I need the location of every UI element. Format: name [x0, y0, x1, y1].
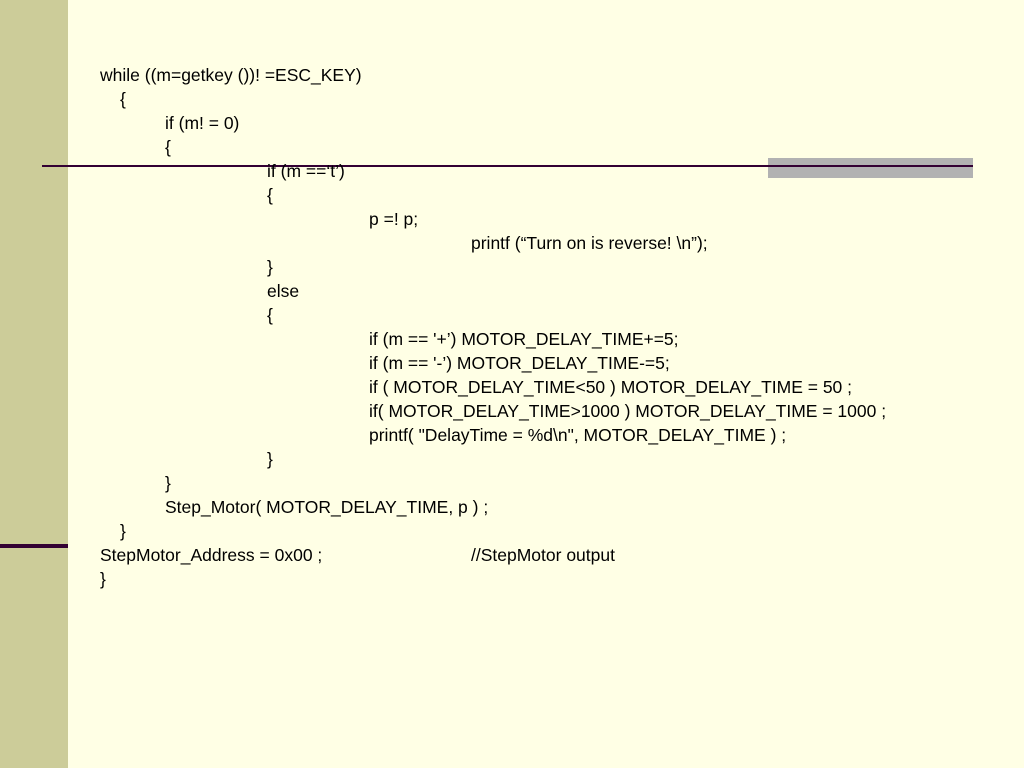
code-line: }: [267, 257, 273, 277]
code-line: Step_Motor( MOTOR_DELAY_TIME, p ) ;: [165, 497, 489, 517]
code-line: if (m == '-’) MOTOR_DELAY_TIME-=5;: [369, 353, 670, 373]
code-line: if (m! = 0): [165, 113, 240, 133]
code-line: while ((m=getkey ())! =ESC_KEY): [100, 65, 362, 85]
code-line: else: [267, 281, 300, 301]
code-line: p =! p;: [369, 209, 419, 229]
gray-bar-rule: [768, 165, 973, 167]
code-line: {: [165, 137, 171, 157]
left-band-accent-line: [0, 544, 68, 548]
code-line: {: [267, 305, 273, 325]
code-line: StepMotor_Address = 0x00 ;: [100, 545, 323, 565]
code-line: }: [120, 521, 126, 541]
code-line: }: [267, 449, 273, 469]
code-line: if (m == '+’) MOTOR_DELAY_TIME+=5;: [369, 329, 679, 349]
code-line: if( MOTOR_DELAY_TIME>1000 ) MOTOR_DELAY_…: [369, 401, 887, 421]
code-line: if ( MOTOR_DELAY_TIME<50 ) MOTOR_DELAY_T…: [369, 377, 853, 397]
code-line: }: [165, 473, 171, 493]
code-line: }: [100, 569, 106, 589]
horizontal-rule: [42, 165, 972, 167]
code-line: printf( "DelayTime = %d\n", MOTOR_DELAY_…: [369, 425, 787, 445]
code-line: printf (“Turn on is reverse! \n”);: [471, 233, 708, 253]
code-line: {: [120, 89, 126, 109]
left-decorative-band: [0, 0, 68, 768]
gray-accent-bar: [768, 158, 973, 178]
code-comment: //StepMotor output: [471, 545, 615, 565]
code-line: if (m ==‘t’): [267, 161, 345, 181]
code-line: {: [267, 185, 273, 205]
